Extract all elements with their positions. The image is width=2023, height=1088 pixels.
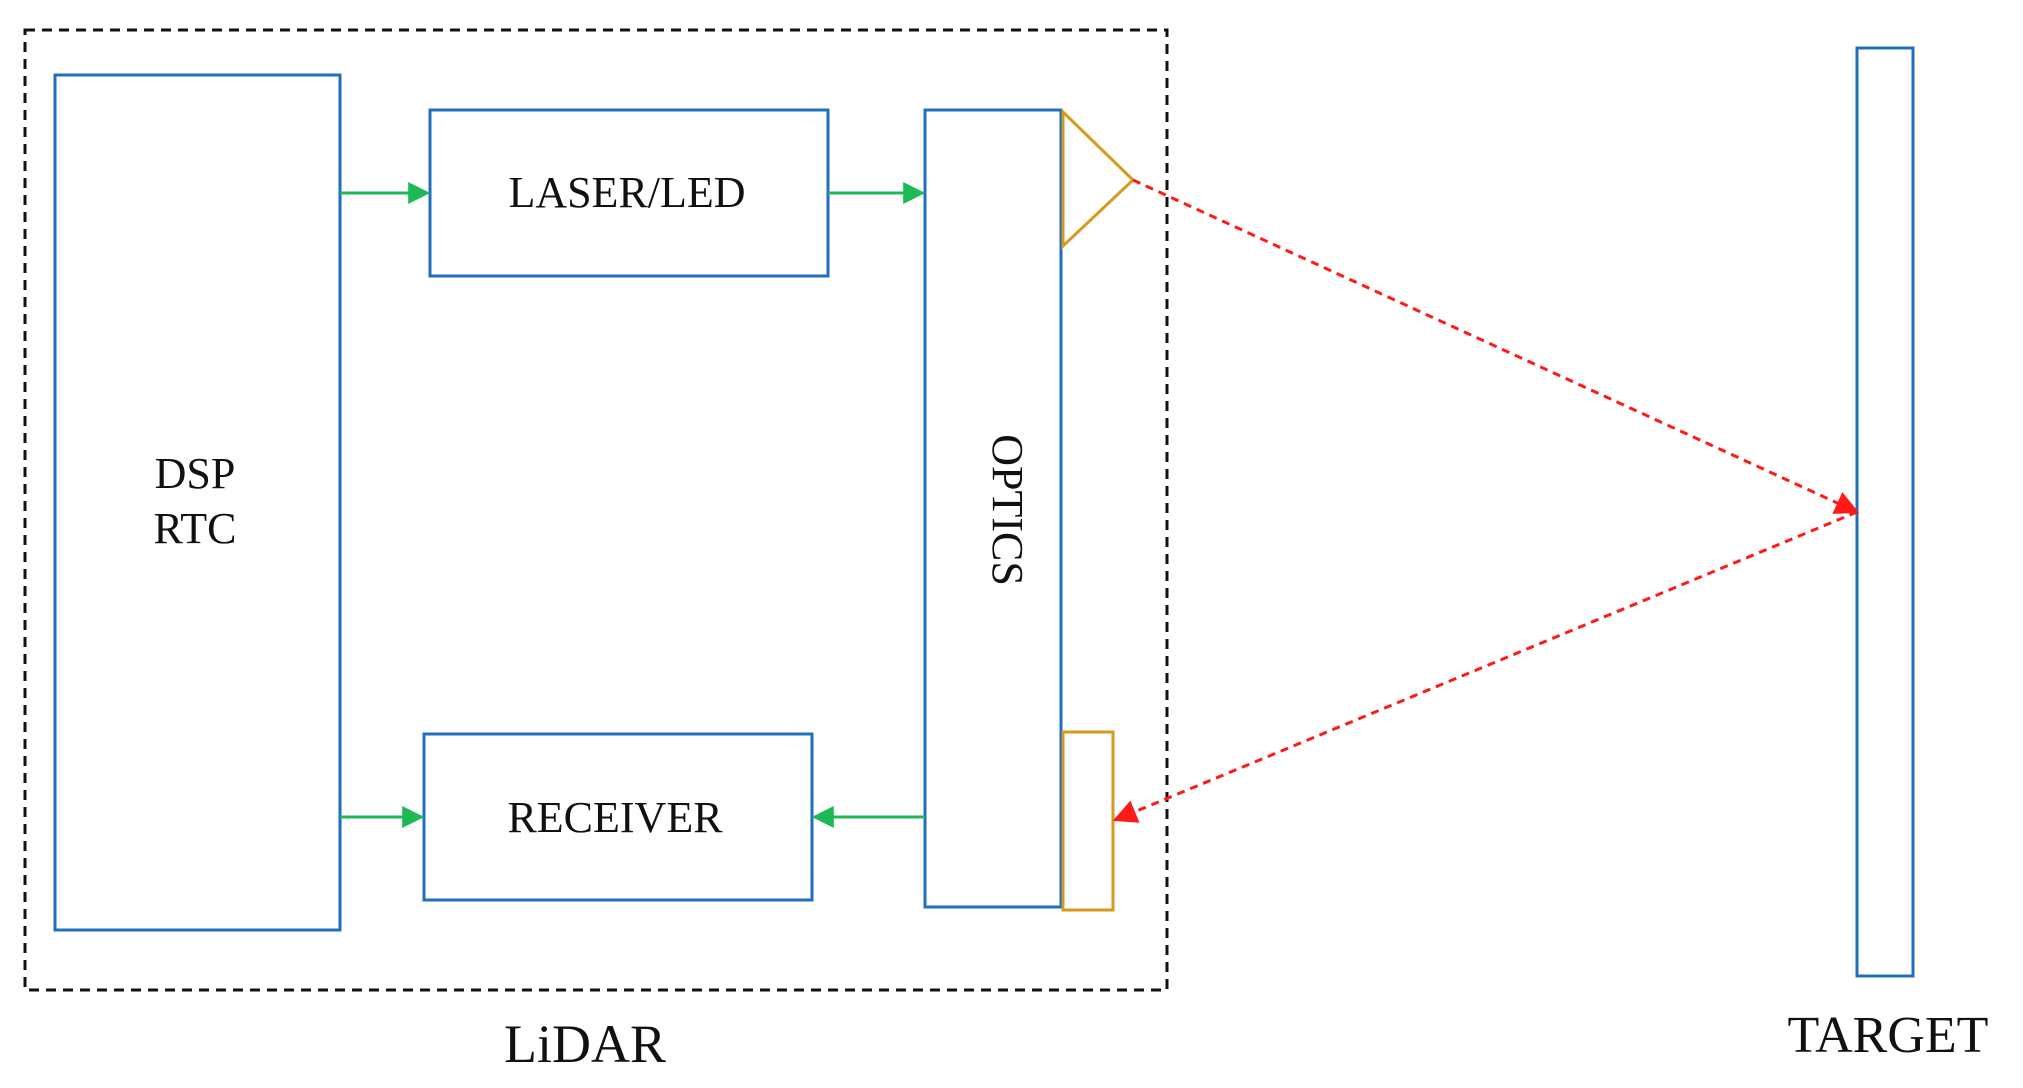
target-label: TARGET — [1788, 1007, 1989, 1064]
reflected-beam-arrow — [1112, 510, 1858, 823]
optics-block: OPTICS — [923, 108, 1063, 909]
lidar-enclosure — [23, 28, 1169, 992]
target-block — [1855, 46, 1915, 978]
emitted-beam-arrow — [1132, 178, 1860, 514]
receive-lens-icon — [1061, 730, 1115, 912]
laser-led-label: LASER/LED — [508, 168, 745, 217]
laser-led-block: LASER/LED — [428, 108, 830, 278]
dsp-rtc-block: DSP RTC — [53, 73, 342, 932]
dsp-label: DSP — [155, 449, 236, 498]
transmit-lens-icon — [1061, 108, 1136, 250]
receiver-block: RECEIVER — [422, 732, 814, 902]
rtc-label: RTC — [154, 504, 237, 553]
receiver-label: RECEIVER — [507, 793, 723, 842]
optics-label: OPTICS — [983, 434, 1032, 586]
lidar-label: LiDAR — [504, 1014, 666, 1074]
